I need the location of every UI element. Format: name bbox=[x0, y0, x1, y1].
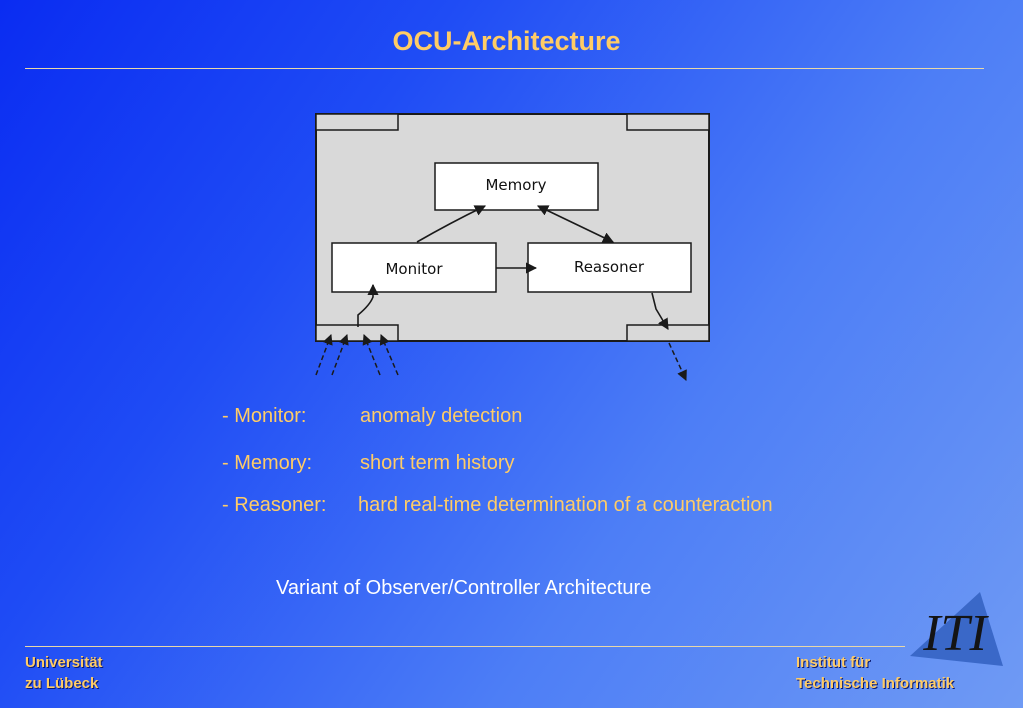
monitor-box bbox=[331, 242, 497, 293]
university-name: Universität zu Lübeck bbox=[25, 652, 103, 694]
university-line-2: zu Lübeck bbox=[25, 675, 99, 692]
arrow-memory-reasoner bbox=[536, 205, 615, 243]
institute-line-1: Institut für bbox=[796, 654, 871, 671]
slide-caption: Variant of Observer/Controller Architect… bbox=[276, 577, 652, 599]
frame-tab-top-left bbox=[315, 113, 399, 131]
memory-box bbox=[434, 162, 599, 211]
slide-title: OCU-Architecture bbox=[392, 26, 621, 56]
frame-tab-bottom-right bbox=[626, 324, 710, 342]
bullet-term: - Reasoner: bbox=[222, 494, 327, 516]
iti-logo: ITI bbox=[910, 592, 1003, 666]
input-arrow-3 bbox=[362, 334, 381, 376]
reasoner-box bbox=[527, 242, 692, 293]
bullet-description: anomaly detection bbox=[360, 405, 523, 427]
input-arrow-1 bbox=[315, 334, 333, 376]
logo-triangle-icon bbox=[910, 592, 1003, 666]
arrow-monitor-to-memory bbox=[416, 205, 487, 243]
memory-label: Memory bbox=[485, 176, 546, 194]
input-arrow-2 bbox=[331, 334, 349, 376]
output-arrow bbox=[668, 342, 687, 381]
bullet-term: - Memory: bbox=[222, 452, 312, 474]
institute-name: Institut für Technische Informatik bbox=[796, 652, 954, 694]
footer-divider bbox=[25, 646, 905, 647]
institute-line-2: Technische Informatik bbox=[796, 675, 955, 692]
frame-tab-top-right bbox=[626, 113, 710, 131]
logo-text: ITI bbox=[922, 605, 989, 662]
bullet-description: hard real-time determination of a counte… bbox=[358, 494, 773, 516]
ocu-frame bbox=[315, 113, 710, 342]
frame-tab-bottom-left bbox=[315, 324, 399, 342]
ocu-architecture-diagram: Memory Monitor Reasoner bbox=[315, 113, 710, 381]
monitor-label: Monitor bbox=[385, 260, 443, 278]
bullet-description: short term history bbox=[360, 452, 515, 474]
bullet-term: - Monitor: bbox=[222, 405, 307, 427]
input-arrow-4 bbox=[379, 334, 399, 376]
reasoner-label: Reasoner bbox=[574, 258, 645, 276]
university-line-1: Universität bbox=[25, 654, 103, 671]
arrow-input-to-monitor bbox=[357, 283, 379, 327]
title-divider bbox=[25, 68, 984, 69]
arrow-reasoner-output bbox=[651, 292, 669, 330]
